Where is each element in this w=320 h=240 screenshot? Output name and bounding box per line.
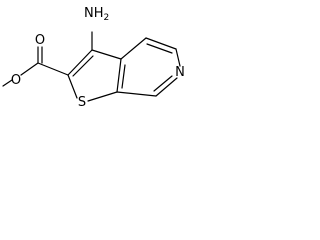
bond-c5-n6 [175,48,181,67]
bond-c2-s [67,74,78,99]
bond-c7-c7a [116,91,157,97]
bond-c4-c5 [145,37,177,50]
bonds [2,31,181,102]
bond-s-c7a [87,91,118,102]
ester-o-double-label: O [35,33,45,48]
bond-c2-c3-inner [72,55,94,77]
bond-o-carbonyl [20,62,39,76]
bond-c2-c3 [67,49,93,76]
bond-c3a-c7a [116,58,122,93]
bond-c3a-c7a-inner [121,64,126,89]
amine-n-label: NH2 [84,6,109,23]
ester-o-single-label: O [11,73,21,88]
bond-c3a-c4 [120,37,147,60]
structure-canvas: NH2 O O S N [0,0,206,151]
bond-n6-c7 [155,77,178,97]
atom-labels: NH2 O O S N [11,6,185,110]
bond-c4-c5-inner [146,43,173,54]
sulfur-label: S [78,95,86,110]
bond-n6-c7-inner [153,75,173,92]
bond-methyl-o [2,79,13,87]
molecule-diagram: NH2 O O S N [2,6,185,110]
pyridine-n-label: N [175,65,185,80]
bond-carbonyl-c2 [37,62,69,76]
bond-c3-c3a [91,49,122,60]
